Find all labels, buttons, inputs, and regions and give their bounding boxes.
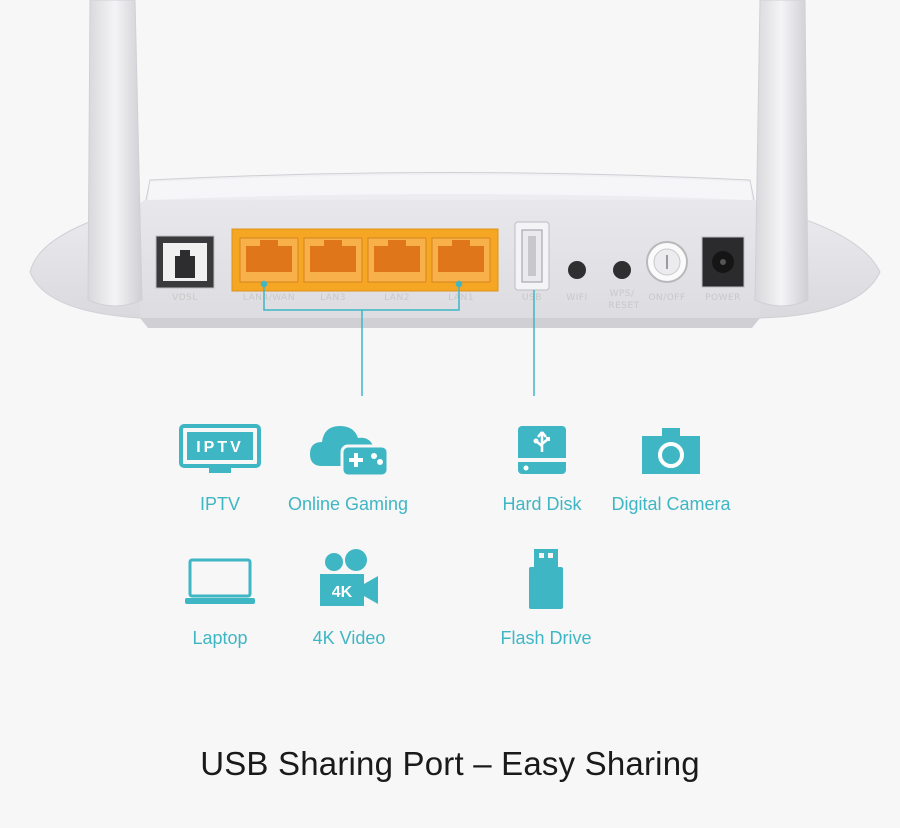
video-camera-icon: 4K <box>320 549 378 606</box>
left-antenna <box>87 0 143 307</box>
power-switch <box>646 241 688 283</box>
wps-label-line1: WPS/ <box>609 289 635 299</box>
lan2-label: LAN2 <box>384 293 410 303</box>
hard-disk-label: Hard Disk <box>502 494 582 514</box>
power-label: POWER <box>705 293 741 303</box>
cloud-gamepad-icon <box>310 426 390 478</box>
lan-connector-line <box>260 280 463 396</box>
video-badge-text: 4K <box>332 584 353 601</box>
lan3-label: LAN3 <box>320 293 346 303</box>
hard-disk-icon <box>518 426 566 474</box>
vdsl-port <box>155 235 215 289</box>
lan1-label: LAN1 <box>448 293 474 303</box>
wifi-button <box>568 261 586 279</box>
usb-port <box>514 221 550 291</box>
flash-drive-icon <box>529 549 563 609</box>
lan-port-block <box>231 228 499 292</box>
flash-drive-label: Flash Drive <box>500 628 592 648</box>
laptop-label: Laptop <box>192 628 248 648</box>
lan3-port <box>303 237 363 283</box>
lan2-port <box>367 237 427 283</box>
right-antenna <box>754 0 809 307</box>
camera-icon <box>642 428 700 474</box>
lan4-port <box>239 237 299 283</box>
lan1-port <box>431 237 491 283</box>
digital-camera-label: Digital Camera <box>611 494 731 514</box>
tv-screen-text: IPTV <box>196 439 244 456</box>
vdsl-label: VDSL <box>172 293 198 303</box>
router-illustration: VDSL LAN4/WAN LAN3 LAN2 LAN1 USB WIFI WP… <box>29 0 881 396</box>
wps-label-line2: RESET <box>608 301 639 311</box>
onoff-label: ON/OFF <box>648 293 685 303</box>
wifi-label: WIFI <box>566 293 587 303</box>
online-gaming-label: Online Gaming <box>287 494 409 514</box>
tv-icon: IPTV <box>179 424 261 473</box>
power-jack <box>701 236 745 288</box>
iptv-label: IPTV <box>199 494 240 514</box>
4k-video-label: 4K Video <box>312 628 386 648</box>
headline: USB Sharing Port – Easy Sharing <box>200 745 700 782</box>
lan4-label: LAN4/WAN <box>243 293 295 303</box>
usb-label: USB <box>522 293 542 303</box>
laptop-icon <box>185 558 255 604</box>
wps-reset-button <box>613 261 631 279</box>
